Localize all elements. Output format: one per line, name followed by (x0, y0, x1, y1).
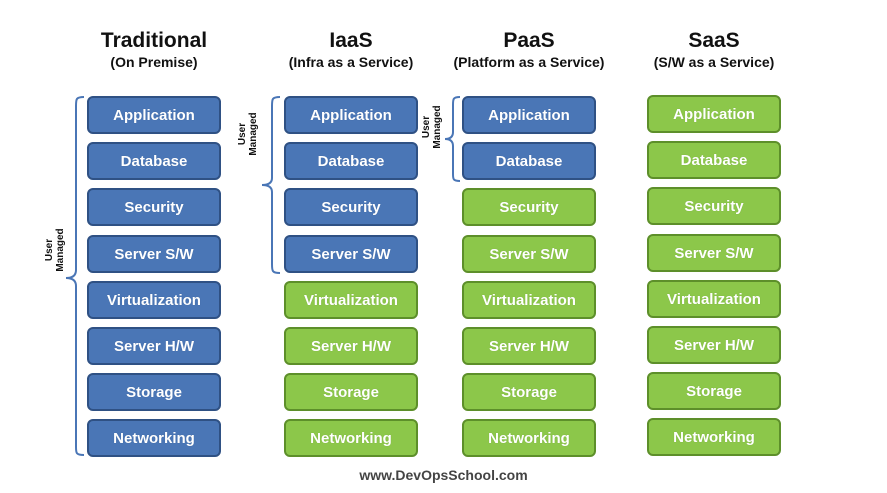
traditional-user-managed-label: User Managed (44, 228, 66, 272)
paas-layer-security: Security (462, 188, 596, 226)
iaas-title: IaaS (329, 29, 373, 52)
traditional-layer-server-h-w: Server H/W (87, 327, 221, 365)
traditional-layer-server-s-w: Server S/W (87, 235, 221, 273)
paas-subtitle: (Platform as a Service) (453, 54, 605, 70)
paas-layer-networking: Networking (462, 419, 596, 457)
traditional-layer-networking: Networking (87, 419, 221, 457)
saas-layer-application: Application (647, 95, 781, 133)
traditional-layer-application: Application (87, 96, 221, 134)
paas-layer-storage: Storage (462, 373, 596, 411)
iaas-layer-server-s-w: Server S/W (284, 235, 418, 273)
iaas-layer-server-h-w: Server H/W (284, 327, 418, 365)
saas-layer-virtualization: Virtualization (647, 280, 781, 318)
iaas-layer-application: Application (284, 96, 418, 134)
traditional-subtitle: (On Premise) (110, 54, 198, 70)
paas-layer-virtualization: Virtualization (462, 281, 596, 319)
traditional-layer-virtualization: Virtualization (87, 281, 221, 319)
iaas-layer-security: Security (284, 188, 418, 226)
iaas-user-managed-label: User Managed (237, 112, 259, 156)
iaas-layer-networking: Networking (284, 419, 418, 457)
paas-layer-server-h-w: Server H/W (462, 327, 596, 365)
iaas-subtitle: (Infra as a Service) (288, 54, 414, 70)
saas-title: SaaS (688, 29, 740, 52)
paas-title: PaaS (503, 29, 555, 52)
saas-layer-networking: Networking (647, 418, 781, 456)
iaas-layer-virtualization: Virtualization (284, 281, 418, 319)
saas-layer-storage: Storage (647, 372, 781, 410)
traditional-bracket (65, 96, 85, 456)
paas-bracket (444, 96, 461, 182)
iaas-bracket (261, 96, 281, 274)
traditional-title: Traditional (100, 29, 208, 52)
paas-user-managed-label: User Managed (421, 105, 443, 149)
saas-subtitle: (S/W as a Service) (653, 54, 775, 70)
traditional-layer-security: Security (87, 188, 221, 226)
iaas-layer-database: Database (284, 142, 418, 180)
paas-layer-application: Application (462, 96, 596, 134)
saas-layer-database: Database (647, 141, 781, 179)
saas-layer-security: Security (647, 187, 781, 225)
saas-layer-server-s-w: Server S/W (647, 234, 781, 272)
iaas-layer-storage: Storage (284, 373, 418, 411)
paas-layer-server-s-w: Server S/W (462, 235, 596, 273)
footer-url: www.DevOpsSchool.com (359, 467, 528, 483)
paas-layer-database: Database (462, 142, 596, 180)
traditional-layer-storage: Storage (87, 373, 221, 411)
traditional-layer-database: Database (87, 142, 221, 180)
saas-layer-server-h-w: Server H/W (647, 326, 781, 364)
